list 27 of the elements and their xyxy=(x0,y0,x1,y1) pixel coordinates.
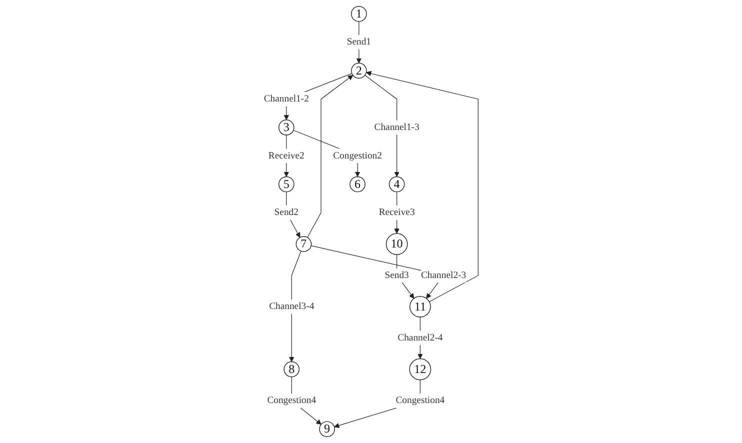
node-circle: 8 xyxy=(284,361,300,378)
edge-label: Receive2 xyxy=(268,150,304,161)
node-circle: 4 xyxy=(388,176,405,192)
node-circle: 3 xyxy=(278,120,294,136)
edge-label: Congestion4 xyxy=(396,395,445,406)
arrow xyxy=(307,74,354,238)
node-circle: 7 xyxy=(296,236,312,252)
edge-label: Channel3-4 xyxy=(269,301,314,312)
node-circle: 10 xyxy=(386,233,408,256)
edge-label: Send3 xyxy=(384,270,409,280)
edge-label: Channel1-2 xyxy=(264,94,309,104)
node-circle: 1 xyxy=(351,6,367,22)
node-circle: 5 xyxy=(278,176,294,192)
edge-label: Receive3 xyxy=(378,207,415,218)
node-circle: 6 xyxy=(350,176,366,192)
edge-label: Congestion2 xyxy=(333,150,382,161)
edge-label: Channel2-3 xyxy=(420,270,466,280)
edge-label: Send2 xyxy=(274,207,298,218)
node-circle: 2 xyxy=(351,62,367,79)
node-circle: 11 xyxy=(409,296,431,318)
edge-label: Channel2-4 xyxy=(398,332,443,343)
edge-label: Channel1-3 xyxy=(374,122,420,132)
node-circle: 9 xyxy=(319,421,335,438)
edge-label: Congestion4 xyxy=(267,395,316,406)
node-circle: 12 xyxy=(409,358,432,380)
edge-label: Send1 xyxy=(346,36,371,48)
arrow xyxy=(366,70,478,302)
